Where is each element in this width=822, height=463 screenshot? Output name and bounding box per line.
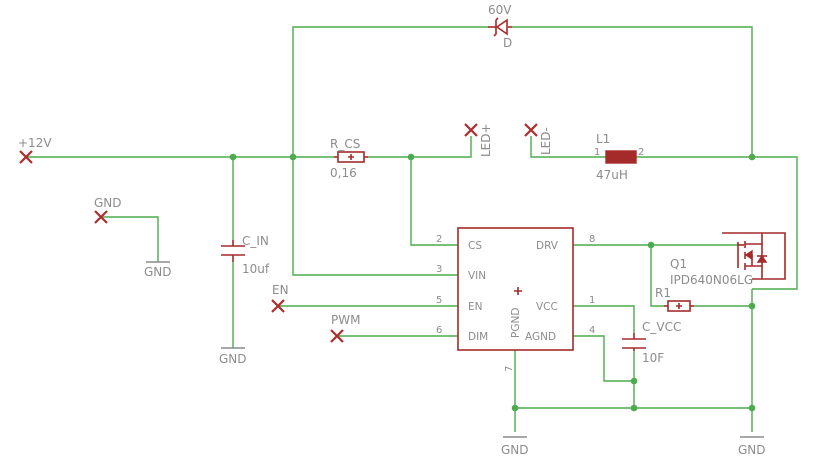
diode-name: D [503, 36, 512, 50]
gnd-label: GND [738, 443, 766, 457]
wires [26, 26, 798, 432]
ic-pin-num: 8 [589, 234, 595, 245]
resistor-r1[interactable]: R1 [655, 286, 694, 312]
junction-dot [407, 153, 415, 161]
gnd-label: GND [144, 265, 172, 279]
x-marker-icon [524, 123, 538, 137]
l1-pin1: 1 [594, 147, 600, 158]
c-vcc-value: 10F [642, 351, 664, 365]
x-marker-icon [19, 150, 33, 164]
junction-dot [630, 404, 638, 412]
junction-dot [630, 377, 638, 385]
ground-symbol: GND [738, 436, 766, 457]
r-cs-name: R_CS [330, 137, 360, 151]
ground-symbol: GND [144, 261, 172, 279]
net-label-gnd: GND [94, 196, 122, 210]
c-in-name: C_IN [242, 234, 269, 248]
junction-dot [229, 153, 237, 161]
ic-origin-cross-icon [514, 287, 522, 295]
x-marker-icon [330, 329, 344, 343]
r1-name: R1 [655, 286, 671, 300]
junction-dot [511, 404, 519, 412]
junction-dot [647, 241, 655, 249]
junction-dot [748, 153, 756, 161]
driver-ic[interactable]: 2 CS 3 VIN 5 EN 6 DIM 8 DRV 1 VCC 4 AGND… [436, 227, 595, 372]
junction-dot [748, 302, 756, 310]
gnd-label: GND [219, 352, 247, 366]
ic-pin-name: EN [468, 301, 483, 313]
ic-pin-name: DRV [536, 240, 559, 252]
x-marker-icon [271, 299, 285, 313]
diode-d[interactable]: 60V D [488, 3, 512, 50]
x-marker-icon [464, 123, 478, 137]
x-marker-icon [94, 210, 108, 224]
ground-symbol: GND [219, 347, 247, 366]
net-label-en: EN [272, 283, 289, 297]
ic-pin-num: 2 [436, 234, 442, 245]
ic-pin-name: VIN [468, 270, 486, 282]
junction-dot [289, 153, 297, 161]
ic-pin-num: 3 [436, 264, 442, 275]
ic-pin-name: PGND [510, 308, 522, 338]
capacitor-c-in[interactable]: C_IN 10uf [221, 234, 270, 276]
junction-dot [748, 404, 756, 412]
l1-pin2: 2 [638, 147, 644, 158]
capacitor-c-vcc[interactable]: C_VCC 10F [622, 320, 681, 365]
ic-pin-name: AGND [525, 331, 556, 343]
diode-value: 60V [488, 3, 512, 17]
c-vcc-name: C_VCC [642, 320, 681, 334]
junctions [229, 153, 756, 412]
ic-pin-num: 7 [504, 366, 515, 372]
ic-pin-name: VCC [536, 301, 558, 313]
ic-pin-name: DIM [468, 331, 488, 343]
l1-value: 47uH [596, 168, 628, 182]
unconnected-markers [19, 123, 538, 343]
net-label-led-minus: LED- [539, 127, 553, 155]
net-label-12v: +12V [18, 136, 52, 150]
c-in-value: 10uf [242, 262, 270, 276]
net-label-pwm: PWM [331, 313, 360, 327]
resistor-r-cs[interactable]: R_CS 0,16 [330, 137, 368, 180]
net-label-led-plus: LED+ [479, 123, 493, 157]
ic-pin-num: 6 [436, 325, 442, 336]
ic-pin-num: 4 [589, 325, 595, 336]
inductor-l1[interactable]: L1 1 2 47uH [594, 132, 644, 182]
q1-name: Q1 [670, 257, 687, 271]
r-cs-value: 0,16 [330, 166, 357, 180]
l1-name: L1 [596, 132, 610, 146]
q1-value: IPD640N06LG [670, 273, 753, 287]
gnd-label: GND [501, 443, 529, 457]
mosfet-q1[interactable]: Q1 IPD640N06LG [670, 232, 786, 287]
ic-pin-num: 5 [436, 295, 442, 306]
ic-pin-name: CS [468, 240, 482, 252]
ic-pin-num: 1 [589, 295, 595, 306]
ground-symbol: GND [501, 436, 529, 457]
